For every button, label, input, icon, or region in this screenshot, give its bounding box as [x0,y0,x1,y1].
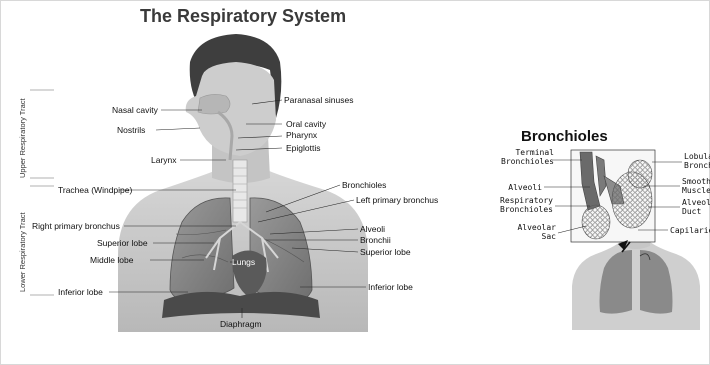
inset-title: Bronchioles [521,128,608,145]
label-left-primary-bronchus: Left primary bronchus [356,195,438,205]
lower-tract-side-label: Lower Respiratory Tract [18,212,27,292]
label-trachea: Trachea (Windpipe) [58,185,132,195]
label-bronchii: Bronchii [360,235,391,245]
tract-brackets [30,90,54,295]
label-alveoli-inset: Alveoli [496,183,542,192]
label-bronchioles: Bronchioles [342,180,386,190]
label-alveolar-duct: Alveolar Duct [682,198,710,216]
label-superior-lobe-left: Superior lobe [97,238,148,248]
label-right-primary-bronchus: Right primary bronchus [32,221,120,231]
label-smooth-muscle: Smooth Muscle [682,177,710,195]
label-inferior-lobe-left: Inferior lobe [58,287,103,297]
label-capilaries: Capilaries [670,226,710,235]
label-oral-cavity: Oral cavity [286,119,326,129]
label-nostrils: Nostrils [117,125,145,135]
label-lobular-bronchiol: Lobular Bronchiol [684,152,710,170]
bronchioles-inset [571,150,700,330]
label-inferior-lobe-right: Inferior lobe [368,282,413,292]
label-diaphragm: Diaphragm [220,319,262,329]
label-alveoli: Alveoli [360,224,385,234]
label-alveolar-sac: Alveolar Sac [510,223,556,241]
label-middle-lobe: Middle lobe [90,255,133,265]
label-terminal-bronchioles: Terminal Bronchioles [496,148,554,166]
label-superior-lobe-right: Superior lobe [360,247,411,257]
label-lungs: Lungs [232,257,255,267]
upper-tract-side-label: Upper Respiratory Tract [18,98,27,178]
label-paranasal-sinuses: Paranasal sinuses [284,95,353,105]
label-epiglottis: Epiglottis [286,143,321,153]
label-nasal-cavity: Nasal cavity [112,105,158,115]
label-pharynx: Pharynx [286,130,317,140]
label-larynx: Larynx [151,155,177,165]
label-respiratory-bronchioles: Respiratory Bronchioles [490,196,553,214]
diagram-title: The Respiratory System [140,6,346,27]
